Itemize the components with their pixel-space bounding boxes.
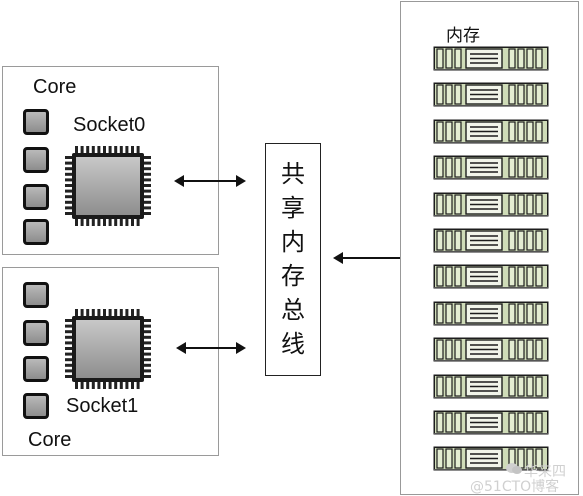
memory-module (433, 82, 549, 107)
memory-module (433, 264, 549, 289)
socket1-core-1 (23, 282, 49, 308)
memory-title: 内存 (446, 26, 480, 46)
memory-module (433, 192, 549, 217)
socket0-core-label: Core (33, 76, 77, 98)
watermark-line1: 华来四 (524, 464, 566, 480)
shared-memory-bus: 共 享 内 存 总 线 (265, 143, 321, 376)
socket0-label: Socket0 (73, 114, 146, 136)
memory-module (433, 228, 549, 253)
socket0-core-2 (23, 147, 49, 173)
memory-module (433, 46, 549, 71)
socket0-chip-icon (65, 146, 151, 226)
bus-char-2: 享 (281, 194, 305, 222)
memory-module (433, 301, 549, 326)
bus-char-5: 总 (281, 296, 305, 324)
memory-module (433, 337, 549, 362)
memory-module (433, 155, 549, 180)
memory-module (433, 374, 549, 399)
socket1-bus-arrow (176, 342, 246, 354)
socket0-core-1 (23, 109, 49, 135)
socket0-bus-arrow (174, 175, 246, 187)
memory-module (433, 410, 549, 435)
socket1-label: Socket1 (66, 395, 139, 417)
bus-char-3: 内 (281, 228, 305, 256)
socket1-core-2 (23, 320, 49, 346)
socket1-chip-icon (65, 309, 151, 389)
wechat-icon (506, 463, 522, 474)
bus-char-4: 存 (281, 262, 305, 290)
bus-char-1: 共 (281, 160, 305, 188)
socket0-core-3 (23, 184, 49, 210)
memory-module (433, 446, 549, 471)
memory-module (433, 119, 549, 144)
watermark-line2: @51CTO博客 (470, 479, 560, 495)
socket1-core-label: Core (28, 429, 72, 451)
socket0-core-4 (23, 219, 49, 245)
bus-char-6: 线 (281, 330, 305, 358)
socket1-core-3 (23, 356, 49, 382)
socket1-core-4 (23, 393, 49, 419)
